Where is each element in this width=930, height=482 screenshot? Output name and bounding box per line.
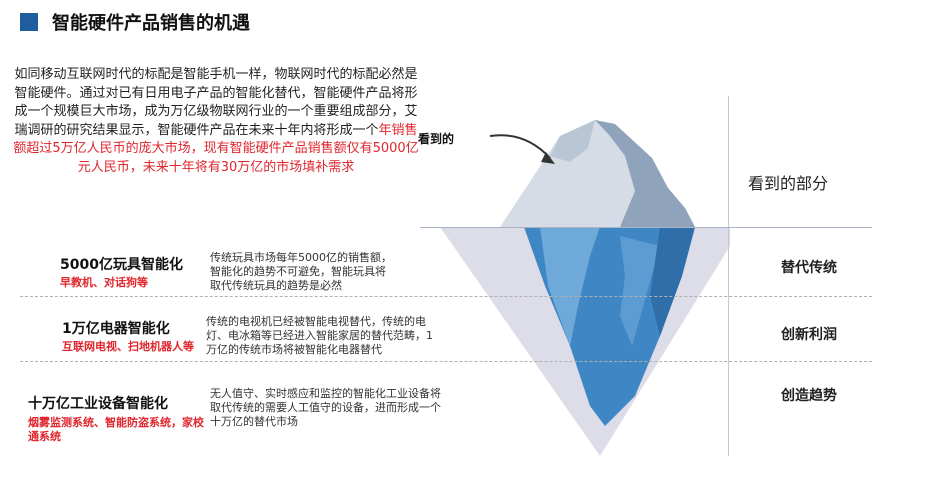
arrow-icon (489, 134, 551, 159)
seen-part-label: 看到的部分 (748, 174, 829, 193)
waterline (420, 227, 872, 228)
intro-paragraph: 如同移动互联网时代的标配是智能手机一样，物联网时代的标配必然是智能硬件。通过对已… (10, 66, 422, 177)
row-title: 1万亿电器智能化 (62, 321, 170, 337)
right-column-divider (728, 96, 729, 456)
iceberg-underwater-light2 (620, 236, 660, 346)
row-right-label: 创新利润 (781, 327, 837, 343)
iceberg-top-shade (595, 120, 695, 227)
row-title: 十万亿工业设备智能化 (28, 396, 168, 412)
row-title: 5000亿玩具智能化 (60, 257, 183, 273)
iceberg-underwater-dark (650, 227, 695, 336)
title-marker (20, 13, 38, 31)
page-title: 智能硬件产品销售的机遇 (52, 13, 250, 34)
row-right-label: 替代传统 (781, 260, 837, 276)
row-separator (20, 361, 872, 362)
row-description: 无人值守、实时感应和监控的智能化工业设备将取代传统的需要人工值守的设备，进而形成… (210, 387, 441, 428)
row-subtitle: 互联网电视、扫地机器人等 (62, 340, 194, 353)
intro-highlight: 年销售额超过5万亿人民币的庞大市场，现有智能硬件产品销售额仅有5000亿元人民币… (13, 122, 419, 175)
row-description: 传统玩具市场每年5000亿的销售额，智能化的趋势不可避免，智能玩具将取代传统玩具… (210, 251, 392, 292)
iceberg-underwater-light (540, 227, 600, 346)
iceberg-illustration (440, 120, 730, 456)
row-subtitle: 烟雾监测系统、智能防盗系统，家校通系统 (28, 416, 204, 443)
row-description: 传统的电视机已经被智能电视替代，传统的电灯、电冰箱等已经进入智能家居的替代范畴，… (206, 315, 433, 356)
iceberg-top-shade2 (550, 120, 595, 162)
row-subtitle: 早教机、对话狗等 (60, 276, 148, 289)
intro-text: 如同移动互联网时代的标配是智能手机一样，物联网时代的标配必然是智能硬件。通过对已… (14, 67, 418, 138)
row-right-label: 创造趋势 (781, 388, 837, 404)
arrow-head-icon (541, 152, 555, 164)
seen-label: 看到的 (418, 132, 455, 146)
row-separator (20, 296, 872, 297)
